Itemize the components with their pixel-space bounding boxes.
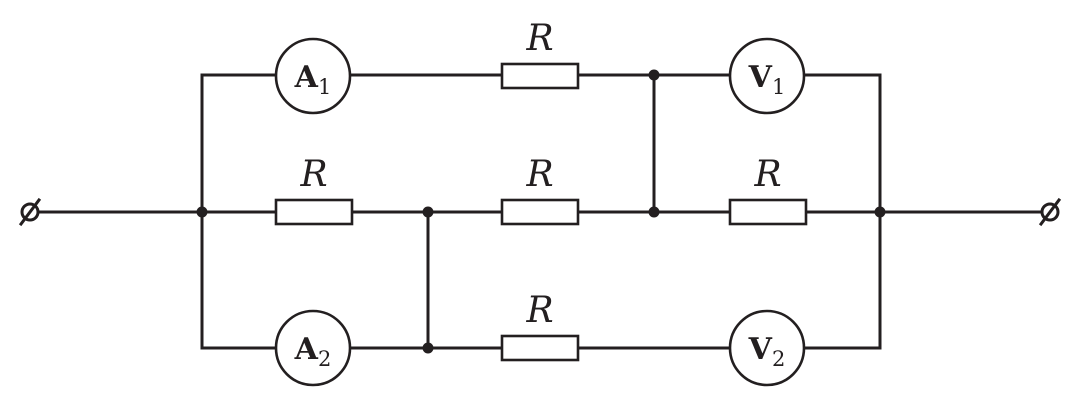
junction-nodes	[196, 69, 886, 354]
junction-node	[196, 206, 208, 218]
meter-letter: A	[294, 332, 319, 367]
meter-letter: V	[748, 332, 773, 367]
voltmeter-2-symbol: V2	[748, 332, 786, 371]
resistor-middle-center: R	[500, 154, 580, 226]
junction-node	[874, 206, 886, 218]
resistor-middle-left: R	[274, 154, 354, 226]
resistor-label: R	[525, 154, 553, 195]
terminal-right	[1038, 197, 1062, 227]
resistors: R R R R R	[274, 18, 808, 362]
resistor-label: R	[299, 154, 327, 195]
voltmeter-1: V1	[728, 37, 806, 115]
resistor-label: R	[525, 18, 553, 59]
ammeter-1-symbol: A1	[294, 60, 332, 99]
resistor-label: R	[525, 290, 553, 331]
meter-letter: A	[294, 60, 319, 95]
resistor-bottom: R	[500, 290, 580, 362]
resistor-label: R	[753, 154, 781, 195]
ammeter-2: A2	[274, 309, 352, 387]
ammeter-2-symbol: A2	[294, 332, 332, 371]
meter-letter: V	[748, 60, 773, 95]
meter-subscript: 1	[772, 75, 785, 99]
junction-node	[422, 206, 434, 218]
meters: A1 V1 A2 V2	[274, 37, 806, 387]
meter-subscript: 2	[772, 347, 785, 371]
meter-subscript: 1	[318, 75, 331, 99]
terminal-left	[18, 197, 42, 227]
junction-node	[422, 342, 434, 354]
resistor-top: R	[500, 18, 580, 90]
voltmeter-2: V2	[728, 309, 806, 387]
junction-node	[648, 69, 660, 81]
junction-node	[648, 206, 660, 218]
voltmeter-1-symbol: V1	[748, 60, 786, 99]
meter-subscript: 2	[318, 347, 331, 371]
ammeter-1: A1	[274, 37, 352, 115]
resistor-middle-right: R	[728, 154, 808, 226]
